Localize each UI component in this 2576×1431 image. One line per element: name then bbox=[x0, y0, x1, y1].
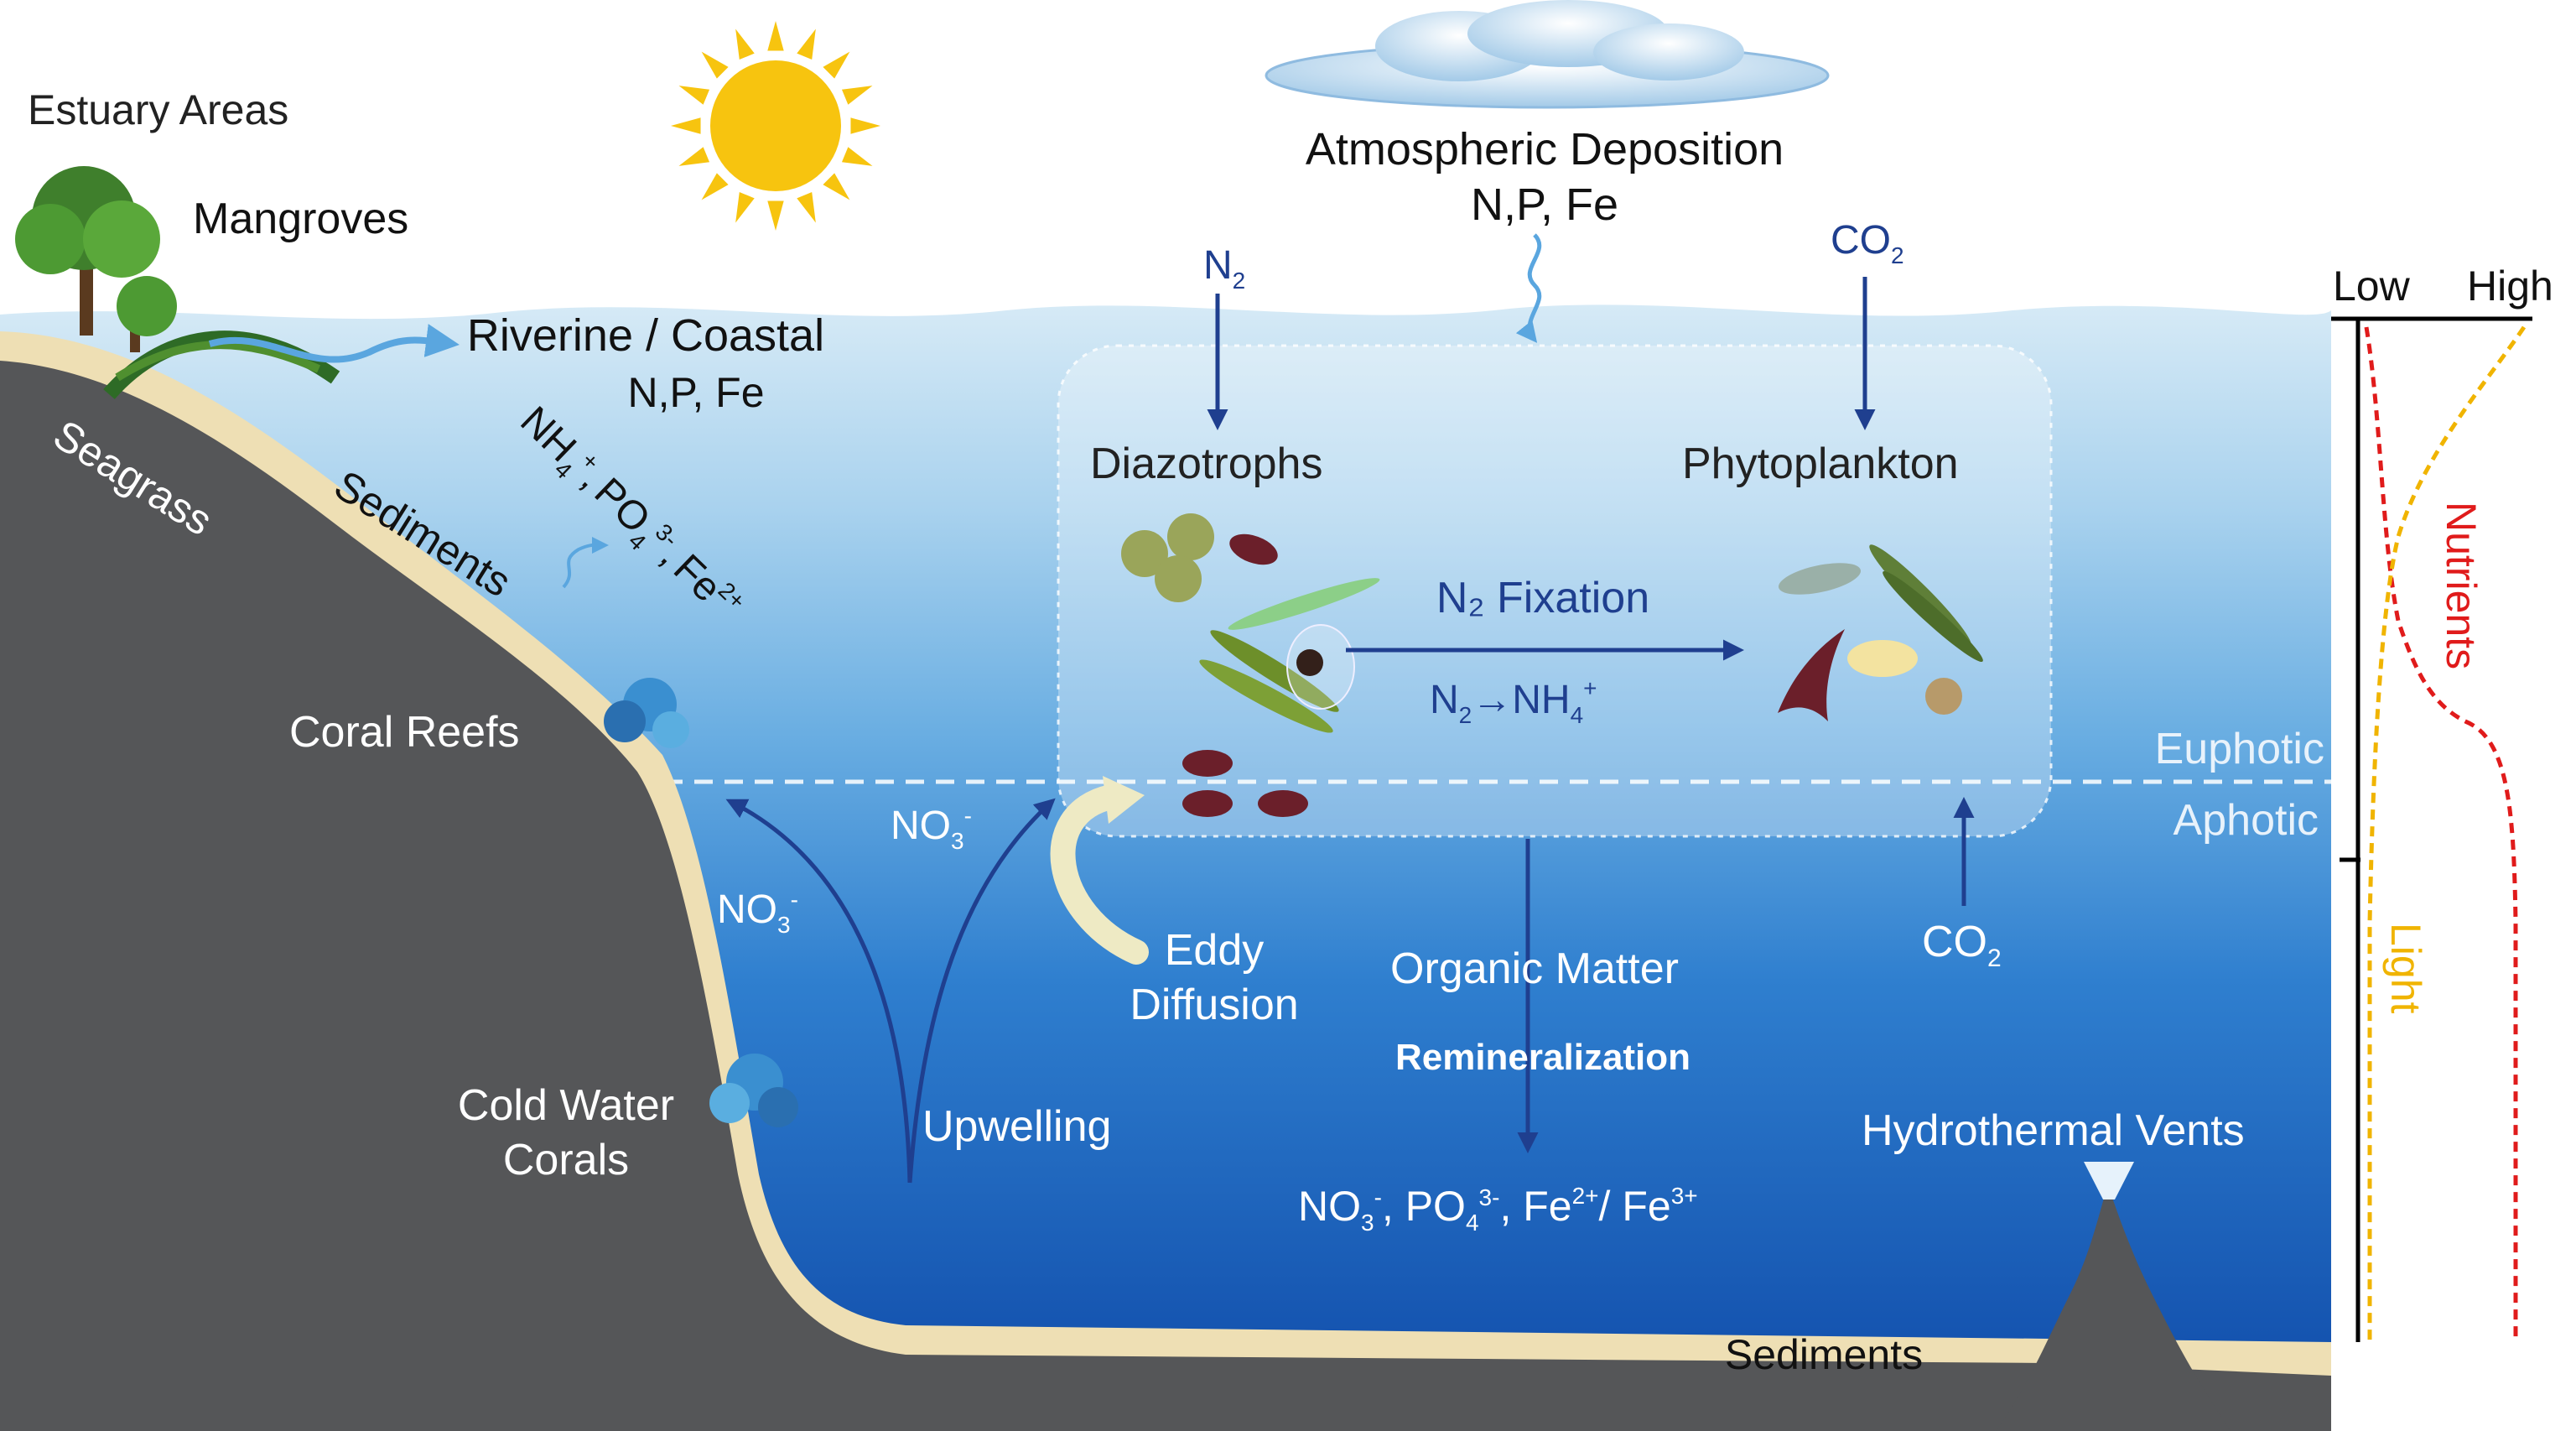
mangrove-tree-icon bbox=[15, 166, 177, 352]
cold-water-label: Cold Water bbox=[458, 1081, 674, 1130]
hydrothermal-vent-mound bbox=[1996, 1195, 2231, 1431]
hydrothermal-vent-plume bbox=[2084, 1162, 2134, 1199]
right-panel-divider bbox=[2331, 298, 2338, 1431]
eddy-diffusion-arrowhead bbox=[1103, 776, 1145, 824]
upwelling-arrow-right bbox=[907, 798, 1056, 1184]
phytoplankton-cells-icon bbox=[1778, 544, 1983, 721]
corals-label: Corals bbox=[503, 1136, 629, 1184]
nutrients-axis-label: Nutrients bbox=[2438, 502, 2485, 669]
riverine-nutrients-label: N,P, Fe bbox=[627, 369, 764, 416]
upwelling-arrow-left bbox=[725, 799, 912, 1184]
diazotroph-cells-icon bbox=[1121, 513, 1380, 817]
light-axis-label: Light bbox=[2382, 923, 2429, 1014]
no3-mid-label: NO3- bbox=[891, 803, 972, 854]
diazotrophs-label: Diazotrophs bbox=[1090, 440, 1322, 488]
n2-fixation-label: N₂ Fixation bbox=[1436, 574, 1649, 622]
coral-reefs-label: Coral Reefs bbox=[289, 708, 520, 757]
riverine-coastal-label: Riverine / Coastal bbox=[467, 310, 824, 361]
low-label: Low bbox=[2333, 263, 2411, 310]
seafloor-sediments-label: Sediments bbox=[1725, 1331, 1923, 1378]
hydrothermal-vents-label: Hydrothermal Vents bbox=[1862, 1106, 2245, 1155]
no3-left-label: NO3- bbox=[717, 887, 798, 938]
estuary-areas-label: Estuary Areas bbox=[28, 86, 288, 133]
riverine-input-arrow bbox=[208, 324, 460, 363]
cloud-icon bbox=[1265, 0, 1830, 109]
nutrients-profile-line bbox=[2364, 326, 2518, 1342]
co2-bottom-label: CO2 bbox=[1922, 918, 2002, 972]
diffusion-label: Diffusion bbox=[1130, 981, 1298, 1029]
atmospheric-deposition-label: Atmospheric Deposition bbox=[1306, 124, 1784, 174]
eddy-diffusion-arrow bbox=[1050, 784, 1149, 965]
fixation-reaction-label: N2→NH4+ bbox=[1430, 675, 1597, 728]
co2-top-label: CO2 bbox=[1831, 218, 1904, 268]
atmospheric-deposition-arrow bbox=[1515, 233, 1542, 343]
atmospheric-nutrients-label: N,P, Fe bbox=[1471, 180, 1618, 230]
mangroves-label: Mangroves bbox=[193, 195, 408, 243]
upwelling-label: Upwelling bbox=[922, 1102, 1111, 1151]
cold-water-coral-icon bbox=[709, 1054, 798, 1127]
phytoplankton-label: Phytoplankton bbox=[1682, 440, 1959, 488]
high-label: High bbox=[2467, 263, 2553, 310]
sediment-release-arrow bbox=[562, 536, 609, 589]
coral-reef-icon bbox=[604, 678, 689, 748]
organic-matter-label: Organic Matter bbox=[1390, 944, 1679, 993]
continental-slope-land bbox=[0, 361, 2331, 1431]
light-profile-line bbox=[2367, 325, 2527, 1342]
remineralization-products-label: NO3-, PO43-, Fe2+/ Fe3+ bbox=[1298, 1183, 1698, 1236]
remineralization-label: Remineralization bbox=[1395, 1037, 1690, 1078]
aphotic-label: Aphotic bbox=[2174, 796, 2319, 845]
n2-label: N2 bbox=[1203, 243, 1245, 294]
sun-icon bbox=[671, 21, 880, 231]
euphotic-label: Euphotic bbox=[2155, 725, 2324, 773]
eddy-label: Eddy bbox=[1165, 926, 1265, 975]
